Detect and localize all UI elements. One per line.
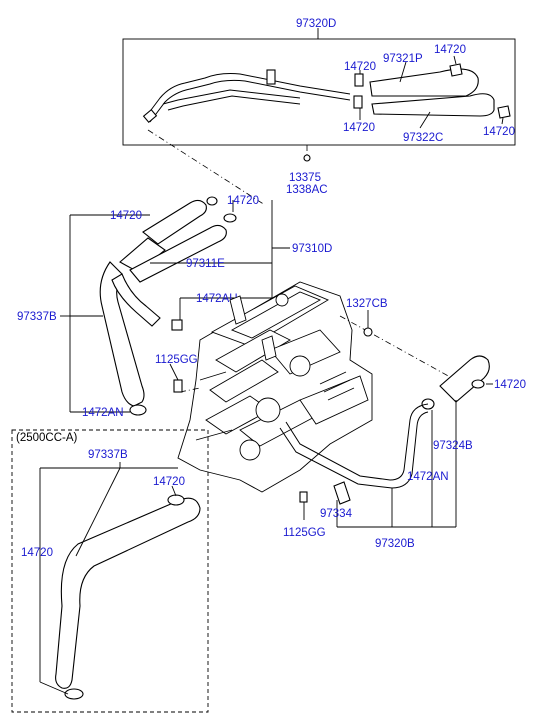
label-97322C: 97322C: [403, 132, 443, 144]
label-14720-variant-side: 14720: [21, 547, 53, 559]
label-1472AN-left: 1472AN: [82, 407, 124, 419]
bolt-1327CB: [363, 310, 373, 337]
label-14720-upper-clamp: 14720: [344, 61, 376, 73]
label-97337B: 97337B: [17, 311, 57, 323]
variant-label-2500CC-A: (2500CC-A): [16, 432, 78, 444]
variant-box: [11, 429, 209, 713]
label-97321P: 97321P: [383, 53, 423, 65]
bolt-13375: [303, 154, 311, 162]
label-14720-right: 14720: [494, 379, 526, 391]
bolt-1125GG-left: [169, 363, 183, 393]
label-97324B: 97324B: [433, 440, 473, 452]
label-97310D: 97310D: [292, 243, 332, 255]
label-1338AC: 1338AC: [286, 184, 328, 196]
label-14720-right-clamp: 14720: [483, 126, 515, 138]
label-14720-top-right: 14720: [434, 44, 466, 56]
label-1125GG-lower: 1125GG: [283, 527, 326, 539]
label-14720-mid-top: 14720: [227, 195, 259, 207]
reference-dash-line-left: [179, 387, 201, 393]
label-1472AU: 1472AU: [196, 293, 238, 305]
label-14720-lower-clamp: 14720: [343, 122, 375, 134]
label-1125GG-upper: 1125GG: [155, 354, 198, 366]
label-1472AN-right: 1472AN: [407, 471, 449, 483]
label-97320D: 97320D: [296, 18, 336, 30]
upper-hose-assembly-box: [122, 28, 516, 146]
reference-dash-line-right: [339, 315, 471, 389]
right-hose-group: [279, 355, 493, 528]
label-14720-left-top: 14720: [110, 210, 142, 222]
reference-dash-line-top: [147, 129, 266, 206]
label-14720-variant-clamp: 14720: [153, 476, 185, 488]
middle-hose-group: [60, 196, 290, 416]
label-97337B-variant: 97337B: [88, 449, 128, 461]
engine-block: [177, 281, 373, 493]
label-97334: 97334: [320, 508, 353, 520]
label-97311E: 97311E: [186, 258, 225, 270]
label-97320B: 97320B: [375, 538, 415, 550]
label-1327CB: 1327CB: [346, 298, 388, 310]
label-13375: 13375: [289, 172, 321, 184]
